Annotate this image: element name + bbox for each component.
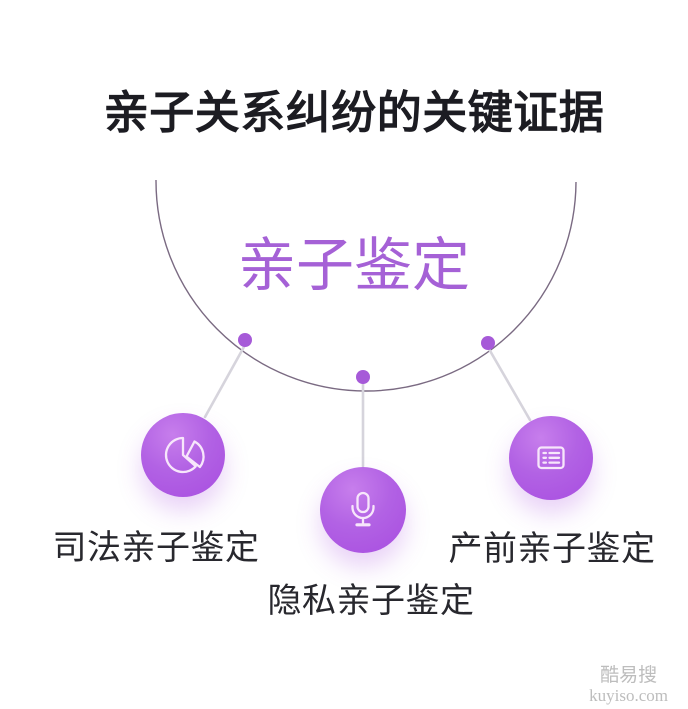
- microphone-icon: [351, 491, 375, 527]
- connector-right: [487, 347, 532, 422]
- node-judicial: [141, 413, 225, 497]
- node-label-private: 隐私亲子鉴定: [267, 582, 475, 620]
- node-label-judicial: 司法亲子鉴定: [52, 529, 260, 567]
- hub-label: 亲子鉴定: [237, 233, 470, 298]
- hub-arc: [155, 179, 577, 392]
- arc-dot-right: [481, 336, 495, 350]
- node-label-prenatal: 产前亲子鉴定: [448, 530, 656, 568]
- list-icon: [537, 446, 565, 470]
- page-title: 亲子关系纠纷的关键证据: [103, 87, 605, 138]
- pie-chart-icon: [164, 436, 205, 474]
- arc-dot-left: [238, 333, 252, 347]
- node-prenatal: [509, 416, 593, 500]
- watermark-site: kuyiso.com: [589, 686, 668, 706]
- watermark-brand: 酷易搜: [600, 664, 658, 686]
- watermark: 酷易搜 kuyiso.com: [589, 665, 668, 706]
- connector-left: [203, 343, 247, 419]
- node-private: [320, 467, 406, 553]
- arc-dot-middle: [356, 370, 370, 384]
